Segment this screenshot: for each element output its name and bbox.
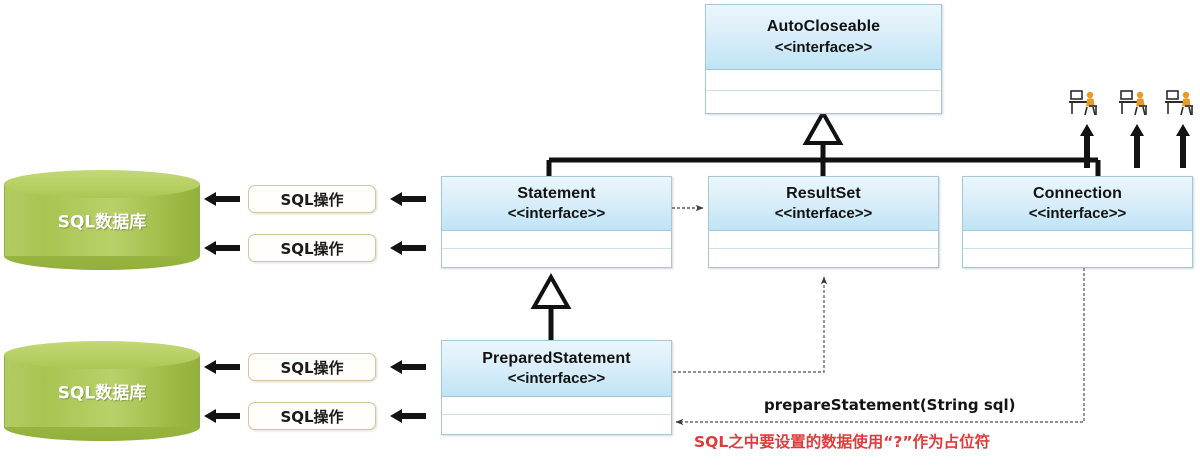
sql-operation-pill-1[interactable]: SQL操作 [248,185,376,213]
flow-arrow-left-2 [390,192,426,206]
uml-class-resultset[interactable]: ResultSet <<interface>> [708,176,939,268]
flow-arrow-left-6 [390,360,426,374]
uml-attributes-compartment [963,231,1192,249]
uml-methods-compartment [963,249,1192,267]
uml-class-header: AutoCloseable <<interface>> [706,5,941,70]
placeholder-note: SQL之中要设置的数据使用“?”作为占位符 [694,433,991,451]
uml-class-preparedstatement[interactable]: PreparedStatement <<interface>> [441,340,672,435]
user-flow-arrow-2 [1130,124,1144,168]
sql-operation-pill-2[interactable]: SQL操作 [248,234,376,262]
uml-class-stereotype: <<interface>> [507,370,606,388]
uml-class-connection[interactable]: Connection <<interface>> [962,176,1193,268]
uml-class-stereotype: <<interface>> [774,38,873,56]
flow-arrow-left-8 [390,409,426,423]
uml-class-autocloseable[interactable]: AutoCloseable <<interface>> [705,4,942,114]
uml-class-stereotype: <<interface>> [774,205,873,223]
flow-arrow-left-4 [390,241,426,255]
cylinder-top [4,341,200,369]
uml-methods-compartment [442,415,671,434]
generalization-bus [546,157,1101,176]
uml-class-name: AutoCloseable [766,18,881,36]
uml-class-header: Statement <<interface>> [442,177,671,231]
uml-class-name: ResultSet [786,184,861,202]
uml-attributes-compartment [706,69,941,92]
uml-class-name: Statement [517,184,596,202]
edge-label-prepare-statement: prepareStatement(String sql) [764,396,1016,414]
database-cylinder-top[interactable]: SQL数据库 [4,170,200,270]
uml-class-header: Connection <<interface>> [963,177,1192,231]
uml-attributes-compartment [709,231,938,249]
database-label: SQL数据库 [57,212,147,233]
uml-class-statement[interactable]: Statement <<interface>> [441,176,672,268]
uml-methods-compartment [709,249,938,267]
flow-arrow-left-3 [204,241,240,255]
uml-class-name: Connection [1033,184,1122,202]
user-flow-arrow-1 [1080,124,1094,168]
uml-class-name: PreparedStatement [482,349,631,367]
uml-attributes-compartment [442,396,671,416]
person-at-computer-icon-2 [1117,88,1151,118]
uml-attributes-compartment [442,231,671,249]
dependency-preparedstatement-to-resultset [668,276,828,373]
flow-arrow-left-1 [204,192,240,206]
generalization-triangle-statement [530,272,572,340]
database-label: SQL数据库 [57,383,147,404]
uml-class-header: PreparedStatement <<interface>> [442,341,671,397]
generalization-triangle-autocloseable [802,108,844,176]
uml-class-stereotype: <<interface>> [507,205,606,223]
uml-class-stereotype: <<interface>> [1028,205,1127,223]
sql-operation-pill-4[interactable]: SQL操作 [248,402,376,430]
flow-arrow-left-5 [204,360,240,374]
flow-arrow-left-7 [204,409,240,423]
uml-methods-compartment [442,249,671,267]
uml-class-header: ResultSet <<interface>> [709,177,938,231]
person-at-computer-icon-3 [1163,88,1197,118]
sql-operation-pill-3[interactable]: SQL操作 [248,353,376,381]
user-flow-arrow-3 [1176,124,1190,168]
cylinder-top [4,170,200,198]
person-at-computer-icon-1 [1067,88,1101,118]
database-cylinder-bottom[interactable]: SQL数据库 [4,341,200,441]
uml-methods-compartment [706,91,941,113]
